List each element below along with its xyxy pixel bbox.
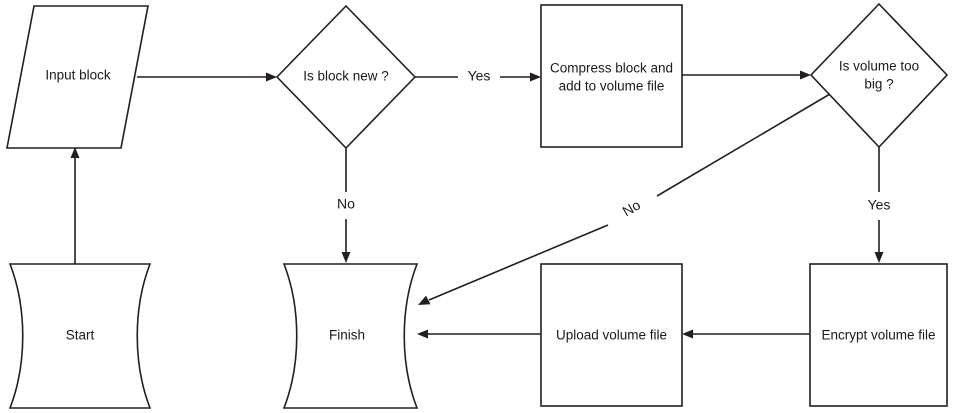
- edge-input-block-to-is-block-new: [137, 72, 277, 82]
- edge-label-yes: Yes: [468, 68, 491, 84]
- edge-start-to-input-block: [70, 147, 80, 264]
- node-finish-label: Finish: [329, 328, 365, 343]
- parallelogram-shape: [6, 5, 149, 149]
- edge-is-volume-too-big-no-to-finish: No: [418, 93, 831, 305]
- rectangle-shape: [540, 4, 683, 148]
- edge-is-block-new-no-to-finish: No: [337, 148, 355, 263]
- node-input-block[interactable]: Input block: [6, 5, 149, 149]
- arrowhead-icon: [530, 72, 541, 82]
- arrowhead-icon: [800, 70, 811, 80]
- node-is-block-new[interactable]: Is block new ?: [275, 4, 417, 150]
- node-upload-volume-file[interactable]: Upload volume file: [540, 263, 683, 407]
- connector-line-upper: [656, 93, 831, 197]
- edge-label-no: No: [620, 196, 644, 219]
- stored-data-shape: [282, 263, 419, 409]
- arrowhead-icon: [418, 295, 431, 305]
- node-input-block-label: Input block: [45, 68, 111, 83]
- arrowhead-icon: [417, 329, 428, 339]
- edge-label-yes: Yes: [868, 197, 891, 213]
- arrowhead-icon: [682, 329, 693, 339]
- node-is-block-new-label: Is block new ?: [303, 69, 389, 84]
- connector-line-lower: [428, 224, 609, 301]
- node-start[interactable]: Start: [8, 263, 152, 409]
- node-is-volume-too-big-label-line2: big ?: [864, 77, 893, 92]
- node-encrypt-volume-file[interactable]: Encrypt volume file: [809, 263, 948, 407]
- arrowhead-icon: [341, 252, 351, 263]
- edge-label-no: No: [337, 196, 355, 212]
- edge-compress-to-is-volume-too-big: [682, 70, 811, 80]
- rectangle-shape: [809, 263, 948, 407]
- edge-encrypt-to-upload: [682, 329, 810, 339]
- arrowhead-icon: [70, 147, 80, 158]
- diamond-shape: [809, 2, 949, 149]
- node-start-label: Start: [66, 328, 95, 343]
- node-compress-block[interactable]: Compress block and add to volume file: [540, 4, 683, 148]
- stored-data-shape: [8, 263, 152, 409]
- rectangle-shape: [540, 263, 683, 407]
- node-upload-volume-file-label: Upload volume file: [556, 328, 667, 343]
- node-encrypt-volume-file-label: Encrypt volume file: [821, 328, 935, 343]
- edge-is-block-new-yes-to-compress: Yes: [415, 68, 541, 84]
- edge-is-volume-too-big-yes-to-encrypt: Yes: [868, 147, 891, 263]
- arrowhead-icon: [874, 252, 884, 263]
- node-compress-block-label-line1: Compress block and: [550, 61, 673, 76]
- arrowhead-icon: [266, 72, 277, 82]
- node-is-volume-too-big[interactable]: Is volume too big ?: [809, 2, 949, 149]
- node-compress-block-label-line2: add to volume file: [559, 79, 665, 94]
- node-finish[interactable]: Finish: [282, 263, 419, 409]
- edge-upload-to-finish: [417, 329, 541, 339]
- node-is-volume-too-big-label-line1: Is volume too: [839, 59, 919, 74]
